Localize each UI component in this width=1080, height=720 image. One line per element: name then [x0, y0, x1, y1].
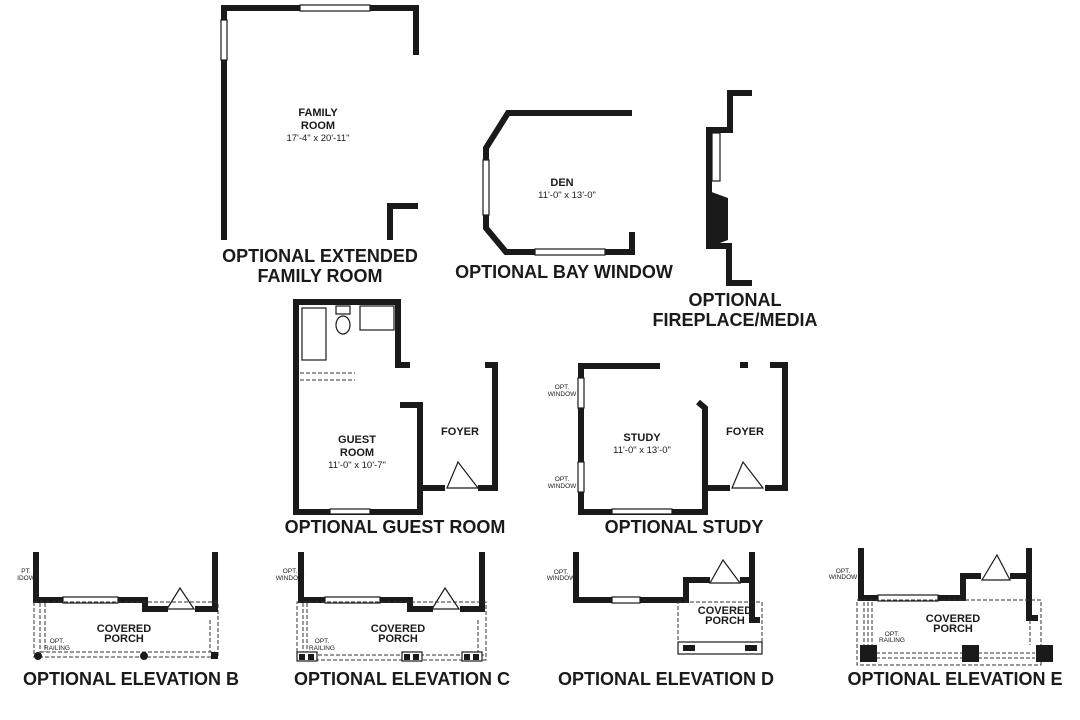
opt-window-label: IDOW: [17, 575, 36, 582]
opt-window-label: WINDOW: [276, 575, 305, 582]
room-dimensions: 11'-0" x 13'-0": [613, 445, 671, 456]
opt-window-label: OPT.: [555, 384, 570, 391]
opt-railing-label: OPT.: [50, 638, 65, 645]
door-icon: [446, 460, 480, 489]
extended-family-room-plan: FAMILY ROOM 17'-4" x 20'-11" OPTIONAL EX…: [220, 4, 419, 286]
porch-label: COVERED: [926, 613, 980, 625]
elevation-b-plan: PT. IDOW OPT. RAILING COVERED PORCH OPTI…: [17, 552, 239, 689]
room-name: FAMILY: [298, 107, 338, 119]
porch-label: PORCH: [933, 623, 973, 635]
elevation-c-plan: OPT. WINDOW OPT. RAILING COVERED PORCH O…: [276, 552, 510, 689]
fireplace-plan: OPTIONAL FIREPLACE/MEDIA: [652, 90, 818, 330]
guest-room-plan: GUEST ROOM 11'-0" x 10'-7" FOYER OPTIONA…: [285, 299, 506, 537]
opt-window-label: PT.: [21, 568, 31, 575]
opt-window-label: OPT.: [283, 568, 298, 575]
option-label: FAMILY ROOM: [257, 266, 382, 286]
option-label: OPTIONAL ELEVATION B: [23, 669, 239, 689]
opt-railing-label: RAILING: [309, 645, 335, 652]
porch-label: COVERED: [97, 623, 151, 635]
room-dimensions: 11'-0" x 10'-7": [328, 460, 386, 471]
opt-railing-label: OPT.: [315, 638, 330, 645]
opt-railing-label: OPT.: [885, 631, 900, 638]
room-name: ROOM: [340, 447, 374, 459]
option-label: OPTIONAL STUDY: [605, 517, 764, 537]
door-icon: [731, 460, 765, 489]
elevation-e-plan: OPT. WINDOW OPT. RAILING COVERED PORCH O…: [829, 548, 1063, 689]
fireplace-icon: [706, 190, 728, 248]
elevation-d-plan: OPT. WINDOW COVERED PORCH OPTIONAL ELEVA…: [547, 552, 774, 689]
opt-railing-label: RAILING: [44, 645, 70, 652]
porch-label: COVERED: [698, 605, 752, 617]
room-name: ROOM: [301, 120, 335, 132]
room-name: STUDY: [623, 432, 661, 444]
opt-window-label: OPT.: [554, 569, 569, 576]
option-label: OPTIONAL ELEVATION C: [294, 669, 510, 689]
room-name: GUEST: [338, 434, 376, 446]
opt-window-label: OPT.: [555, 476, 570, 483]
opt-railing-label: RAILING: [879, 637, 905, 644]
bay-window-plan: DEN 11'-0" x 13'-0" OPTIONAL BAY WINDOW: [455, 110, 673, 282]
opt-window-label: OPT.: [836, 568, 851, 575]
porch-label: PORCH: [378, 633, 418, 645]
room-dimensions: 17'-4" x 20'-11": [286, 133, 349, 144]
option-label: OPTIONAL ELEVATION D: [558, 669, 774, 689]
opt-window-label: WINDOW: [829, 574, 858, 581]
opt-window-label: WINDOW: [547, 575, 576, 582]
opt-window-label: WINDOW: [548, 483, 577, 490]
option-label: OPTIONAL: [689, 290, 782, 310]
option-label: OPTIONAL GUEST ROOM: [285, 517, 506, 537]
porch-label: COVERED: [371, 623, 425, 635]
foyer-label: FOYER: [441, 426, 479, 438]
porch-label: PORCH: [705, 615, 745, 627]
study-plan: OPT. WINDOW OPT. WINDOW STUDY 11'-0" x 1…: [548, 362, 788, 537]
porch-label: PORCH: [104, 633, 144, 645]
foyer-label: FOYER: [726, 426, 764, 438]
option-label: OPTIONAL EXTENDED: [222, 246, 418, 266]
opt-window-label: WINDOW: [548, 391, 577, 398]
option-label: OPTIONAL ELEVATION E: [847, 669, 1062, 689]
option-label: FIREPLACE/MEDIA: [652, 310, 817, 330]
room-name: DEN: [550, 177, 573, 189]
option-label: OPTIONAL BAY WINDOW: [455, 262, 673, 282]
room-dimensions: 11'-0" x 13'-0": [538, 190, 596, 201]
